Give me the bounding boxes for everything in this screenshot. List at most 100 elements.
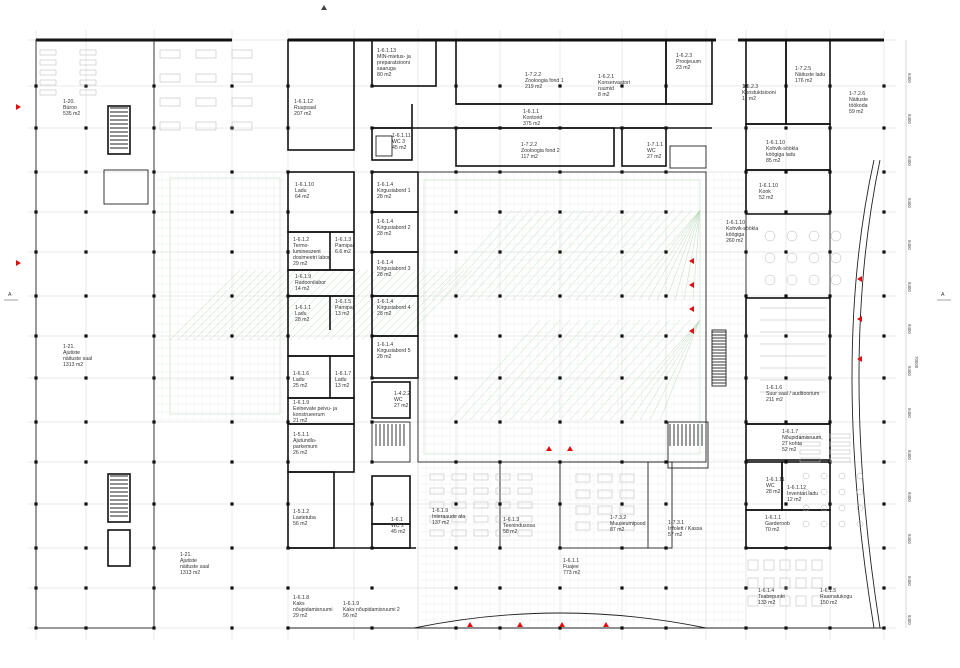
column [152,334,156,338]
column [152,502,156,506]
column [558,460,562,464]
column [882,84,886,88]
column [152,210,156,214]
column [558,84,562,88]
column [664,250,668,254]
column [34,586,38,590]
column [744,546,748,550]
column [152,84,156,88]
entrance-arrow-icon [689,328,694,334]
column [230,294,234,298]
column [34,210,38,214]
dimension-label: 8400 [907,240,912,250]
column [882,546,886,550]
column [882,210,886,214]
section-mark-a-left: A [8,292,12,298]
column [558,210,562,214]
column [230,546,234,550]
column [498,294,502,298]
column [454,334,458,338]
column [744,250,748,254]
column [370,334,374,338]
entrance-arrow-icon [517,622,523,627]
column [230,460,234,464]
column [828,170,832,174]
entrance-arrow-icon [689,258,694,264]
column [664,210,668,214]
column [286,502,290,506]
column [230,170,234,174]
column [84,626,88,630]
column [34,250,38,254]
entrance-arrow-icon [689,282,694,288]
column [558,502,562,506]
column [828,84,832,88]
column [620,502,624,506]
dimension-label: 8400 [907,534,912,544]
column [498,376,502,380]
column [84,84,88,88]
dimension-label: 8400 [907,366,912,376]
column [664,586,668,590]
dimension-label: 8400 [907,198,912,208]
column [84,586,88,590]
column [370,626,374,630]
atrium-hatch [169,177,701,455]
column [882,626,886,630]
column [498,586,502,590]
column [34,546,38,550]
column [84,126,88,130]
column [828,210,832,214]
column [230,420,234,424]
column [84,170,88,174]
column [230,334,234,338]
column [558,334,562,338]
column [152,294,156,298]
column [370,210,374,214]
column [784,126,788,130]
entrance-arrow-icon [857,276,862,282]
column [286,546,290,550]
column [454,294,458,298]
column [744,376,748,380]
column [558,586,562,590]
column [558,626,562,630]
column [882,250,886,254]
column [882,502,886,506]
column [498,502,502,506]
dimension-label: 8400 [907,114,912,124]
column [664,546,668,550]
column [152,460,156,464]
column [784,376,788,380]
column [784,334,788,338]
column [784,626,788,630]
column [454,460,458,464]
column [34,334,38,338]
column [230,586,234,590]
column [152,126,156,130]
column [664,84,668,88]
column [744,210,748,214]
column [558,126,562,130]
column [286,460,290,464]
column [828,420,832,424]
